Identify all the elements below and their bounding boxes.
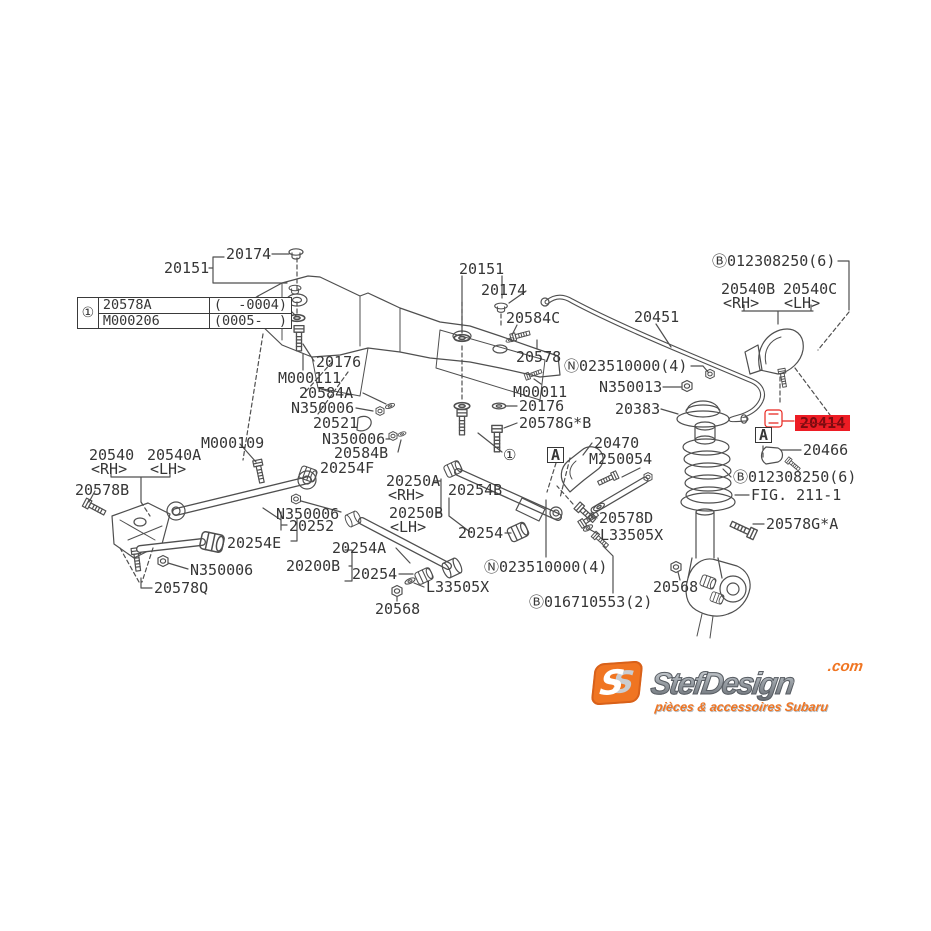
stabilizer-bracket [744, 328, 804, 389]
label-20521: 20521 [313, 414, 359, 432]
coil-spring [680, 438, 736, 512]
label-20466: 20466 [803, 441, 849, 459]
link-20578d [577, 472, 653, 533]
knuckle [685, 558, 751, 617]
label-20200b: 20200B [286, 557, 341, 575]
label-20252: 20252 [289, 517, 335, 535]
label-20414: 20414 [795, 415, 851, 431]
label-m00011: M00011 [513, 383, 568, 401]
label-20151: 20151 [459, 260, 505, 278]
label-20578d: 20578D [599, 509, 654, 527]
lateral-link-upper [442, 459, 563, 522]
label-l33505x: L33505X [426, 578, 490, 596]
strut-assembly [670, 379, 751, 639]
label-m250054: M250054 [589, 450, 653, 468]
hub [719, 575, 747, 603]
label-20254a: 20254A [332, 539, 387, 557]
label-20470: 20470 [594, 434, 640, 452]
label-20568: 20568 [653, 578, 699, 596]
label-20578b: 20578B [75, 481, 130, 499]
label-20578q: 20578Q [154, 579, 209, 597]
spring-seat-upper [676, 410, 730, 428]
label-: ① [503, 446, 517, 464]
fasteners-top [288, 248, 759, 541]
label-fig-211-1: FIG. 211-1 [751, 486, 842, 504]
logo-tld: .com [826, 658, 865, 675]
label-20578g-b: 20578G*B [519, 414, 592, 432]
logo-icon-letter: S [597, 662, 627, 705]
label-a: A [547, 447, 565, 463]
ref-range-2: (0005- ) [208, 314, 291, 329]
label-l33505x: L33505X [600, 526, 664, 544]
label-20151: 20151 [164, 259, 210, 277]
label-n350006: N350006 [322, 430, 386, 448]
label-20254: 20254 [458, 524, 504, 542]
label-20176: 20176 [316, 353, 362, 371]
label-n350006: N350006 [276, 505, 340, 523]
label-lh: <LH> [390, 518, 427, 536]
label-a: A [755, 427, 773, 443]
stab-link-bracket-20470 [560, 446, 620, 493]
label-20174: 20174 [226, 245, 272, 263]
label-20174: 20174 [481, 281, 527, 299]
label-012308250-6: Ⓑ012308250(6) [733, 468, 857, 486]
label-20176: 20176 [519, 397, 565, 415]
label-rh: <RH> [91, 460, 128, 478]
ref-part-1: 20578A [98, 298, 209, 314]
label-016710553-2: Ⓑ016710553(2) [529, 593, 653, 611]
label-023510000-4: Ⓝ023510000(4) [484, 558, 608, 576]
ref-table: ① 20578A ( -0004) M000206 (0005- ) [77, 297, 292, 329]
label-20540: 20540 [89, 446, 135, 464]
label-20254f: 20254F [320, 459, 375, 477]
leader-lines [88, 253, 850, 602]
label-20584a: 20584A [299, 384, 354, 402]
label-lh: <LH> [150, 460, 187, 478]
dashed-lines [119, 257, 850, 583]
label-20250a: 20250A [386, 472, 441, 490]
label-20254e: 20254E [227, 534, 282, 552]
stabilizer-bar [540, 294, 766, 424]
label-rh: <RH> [723, 294, 760, 312]
label-lh: <LH> [784, 294, 821, 312]
spring-seat-lower [680, 492, 736, 512]
label-20254b: 20254B [448, 481, 503, 499]
label-20584b: 20584B [334, 444, 389, 462]
stefdesign-logo: S S StefDesign .com pièces & accessoires… [585, 650, 885, 730]
label-20540b: 20540B [721, 280, 776, 298]
label-20568: 20568 [375, 600, 421, 618]
label-20451: 20451 [634, 308, 680, 326]
ref-range-1: ( -0004) [208, 298, 291, 314]
label-n350013: N350013 [599, 378, 663, 396]
logo-icon: S S [590, 660, 644, 706]
label-20578: 20578 [516, 348, 562, 366]
label-n350006: N350006 [190, 561, 254, 579]
label-012308250-6: Ⓑ012308250(6) [712, 252, 836, 270]
subframe-crossmember [244, 275, 561, 401]
ref-part-2: M000206 [102, 313, 160, 329]
label-20584c: 20584C [506, 309, 561, 327]
lateral-link-front [136, 464, 319, 554]
cap-20521 [356, 415, 372, 432]
label-20578g-a: 20578G*A [766, 515, 839, 533]
label-m000111: M000111 [278, 369, 342, 387]
label-023510000-4: Ⓝ023510000(4) [564, 357, 688, 375]
label-20383: 20383 [615, 400, 661, 418]
ref-symbol: ① [78, 298, 99, 328]
label-20540a: 20540A [147, 446, 202, 464]
label-n350006: N350006 [291, 399, 355, 417]
label-20540c: 20540C [783, 280, 838, 298]
label-m000109: M000109 [201, 434, 265, 452]
label-rh: <RH> [388, 486, 425, 504]
label-20254: 20254 [352, 565, 398, 583]
logo-tagline: pièces & accessoires Subaru [654, 700, 829, 714]
lateral-link-lower [343, 509, 465, 580]
stabilizer-bushing-highlight [764, 409, 795, 428]
label-20250b: 20250B [389, 504, 444, 522]
logo-wordmark: StefDesign [648, 666, 796, 702]
